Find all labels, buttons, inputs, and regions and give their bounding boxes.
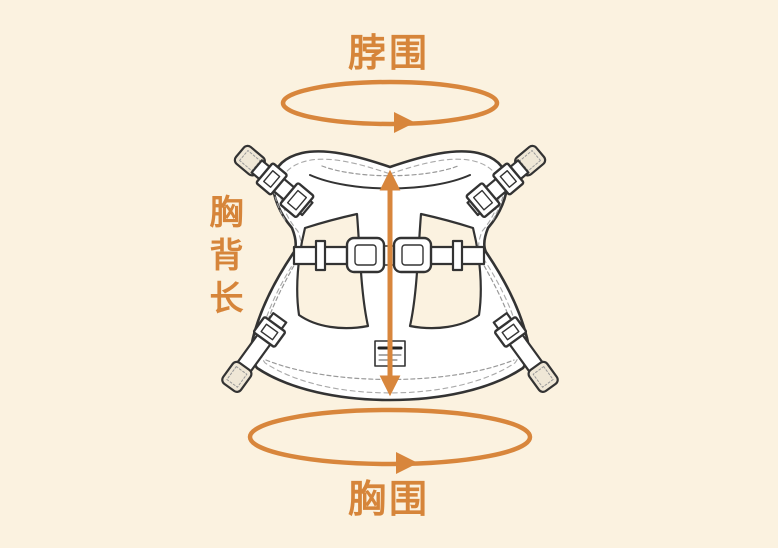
buckle-male: [345, 236, 386, 274]
chest-girth-ellipse: [247, 407, 533, 467]
chest-girth-label: 胸围: [347, 479, 430, 521]
buckle-female: [392, 236, 433, 274]
neck-girth-arrowhead-icon: [394, 112, 415, 133]
neck-girth-label: 脖围: [347, 33, 430, 75]
back-length-label: 胸背长: [204, 194, 242, 323]
chest-girth-arrowhead-icon: [396, 452, 418, 474]
neck-girth-ellipse: [280, 79, 500, 127]
